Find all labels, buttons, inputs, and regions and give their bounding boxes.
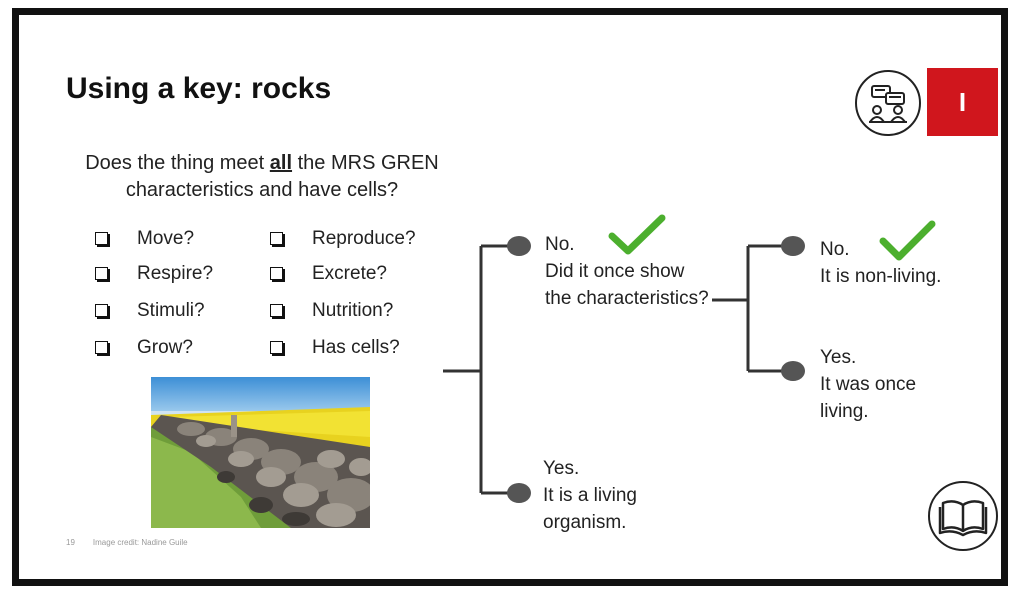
checklist-label: Move? (137, 228, 195, 249)
node-result: It is non-living. (820, 266, 942, 287)
checklist-label: Stimuli? (137, 300, 205, 321)
checklist-item: Excrete? (270, 263, 450, 287)
question-text: Does the thing meet all the MRS GREN cha… (62, 150, 462, 204)
node-question: Did it once show the characteristics? (545, 261, 709, 309)
checkbox-icon (270, 267, 283, 280)
node-answer: Yes. (543, 458, 580, 479)
checklist-item: Has cells? (270, 337, 450, 361)
checklist-item: Stimuli? (95, 300, 245, 324)
checklist-label: Excrete? (312, 263, 387, 284)
checklist-label: Reproduce? (312, 228, 416, 249)
checkmark-icon (608, 214, 666, 255)
checklist-item: Move? (95, 228, 245, 252)
question-emphasis: all (269, 152, 293, 174)
node-answer: No. (545, 234, 575, 255)
tree-node (781, 236, 805, 256)
tree-node (507, 483, 531, 503)
tree-node (507, 236, 531, 256)
node-result: It was once living. (820, 374, 917, 422)
checkmark-icon (879, 220, 936, 261)
image-credit: 19 Image credit: Nadine Guile (66, 538, 188, 547)
checklist-label: Respire? (137, 263, 214, 284)
checkbox-icon (95, 341, 108, 354)
checklist-item: Nutrition? (270, 300, 450, 324)
checkbox-icon (270, 304, 283, 317)
checkbox-icon (270, 232, 283, 245)
book-icon (928, 481, 998, 551)
node-bottom: Yes. It is a living organism. (543, 455, 683, 536)
rock-wall-photo (151, 377, 370, 528)
question-pre: Does the thing meet (85, 152, 270, 174)
credit-text: Image credit: Nadine Guile (92, 538, 188, 547)
discussion-icon (855, 70, 921, 136)
checklist-item: Reproduce? (270, 228, 450, 252)
checklist-label: Nutrition? (312, 300, 394, 321)
node-result: It is a living organism. (543, 485, 637, 533)
checkbox-icon (95, 304, 108, 317)
tree-node (781, 361, 805, 381)
node-answer: Yes. (820, 347, 857, 368)
checkbox-icon (95, 267, 108, 280)
slide-title: Using a key: rocks (66, 72, 332, 105)
level-badge: I (927, 68, 998, 136)
checklist-item: Grow? (95, 337, 245, 361)
question-post: the MRS GREN characteristics and have ce… (125, 152, 439, 201)
node-right-no: No. It is non-living. (820, 236, 985, 290)
page-number: 19 (66, 538, 75, 547)
node-right-yes: Yes. It was once living. (820, 344, 960, 425)
checklist-label: Grow? (137, 337, 193, 358)
node-answer: No. (820, 239, 850, 260)
node-top: No. Did it once show the characteristics… (545, 231, 710, 312)
checklist-item: Respire? (95, 263, 245, 287)
checkbox-icon (270, 341, 283, 354)
checkbox-icon (95, 232, 108, 245)
checklist-label: Has cells? (312, 337, 400, 358)
